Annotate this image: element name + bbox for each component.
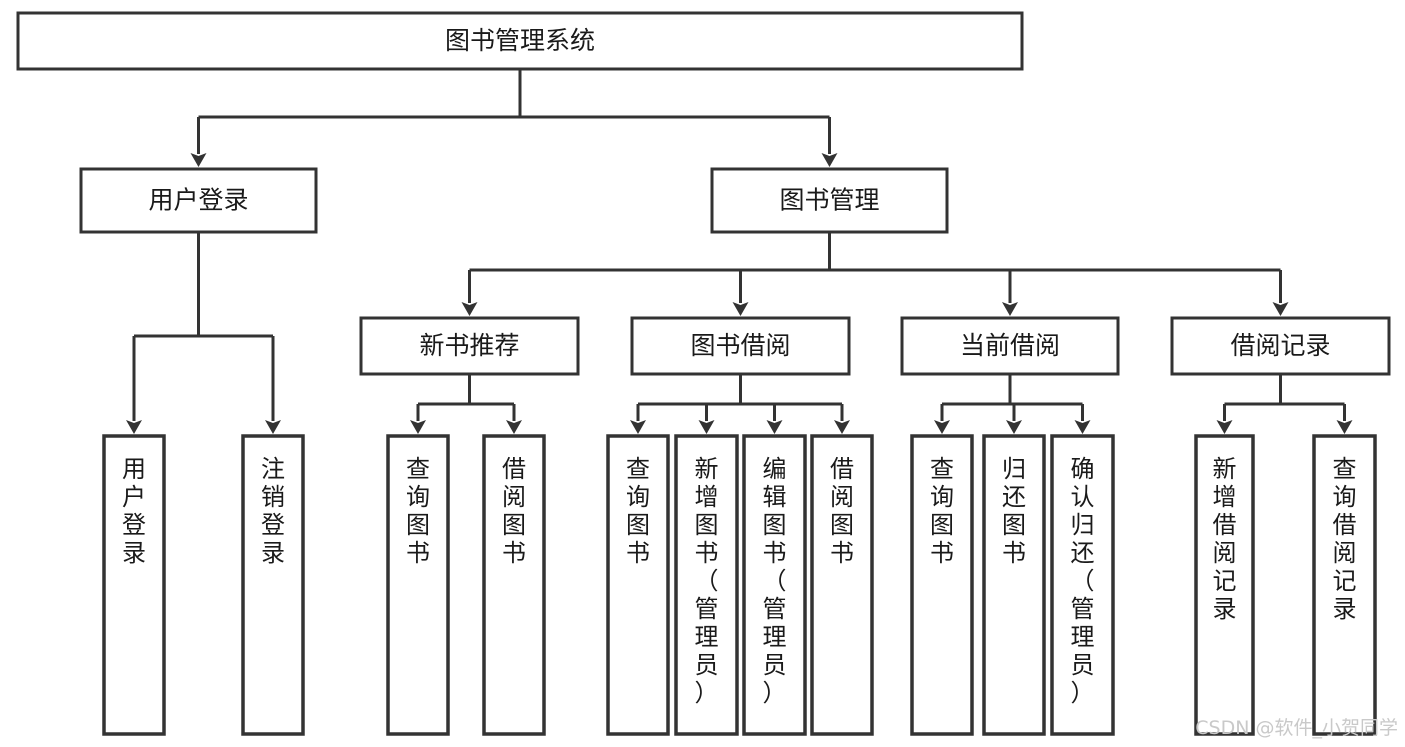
node-box	[982, 434, 1046, 736]
node-box	[810, 434, 874, 736]
node-label: 确认归还（管理员）	[1071, 455, 1095, 707]
node-box	[1194, 434, 1255, 736]
node-label: 借阅图书	[830, 455, 854, 567]
node-query-borrow-record[interactable]: 查询借阅记录	[1312, 434, 1377, 736]
node-add-book-admin[interactable]: 新增图书（管理员）	[674, 434, 739, 736]
node-box	[386, 434, 450, 736]
node-label: 借阅记录	[1230, 331, 1330, 360]
node-label: 用户登录	[148, 186, 248, 215]
node-label: 查询图书	[406, 455, 430, 567]
node-layer: 图书管理系统用户登录用户登录注销登录图书管理新书推荐查询图书借阅图书图书借阅查询…	[16, 11, 1391, 736]
node-borrow-book-2[interactable]: 借阅图书	[810, 434, 874, 736]
node-box	[1312, 434, 1377, 736]
node-label: 新增图书（管理员）	[695, 455, 719, 707]
node-box	[79, 167, 318, 234]
node-return-book[interactable]: 归还图书	[982, 434, 1046, 736]
node-label: 图书管理	[779, 186, 879, 215]
node-label: 注销登录	[261, 455, 285, 567]
csdn-watermark: CSDN @软件_小贺同学	[1195, 717, 1398, 739]
node-box	[1050, 434, 1115, 736]
node-label: 图书管理系统	[445, 26, 595, 55]
node-book-borrow[interactable]: 图书借阅	[630, 316, 851, 376]
node-label: 图书借阅	[690, 331, 790, 360]
node-edit-book-admin[interactable]: 编辑图书（管理员）	[742, 434, 807, 736]
node-label: 新增借阅记录	[1213, 455, 1237, 623]
node-label: 查询图书	[626, 455, 650, 567]
node-box	[900, 316, 1120, 376]
node-box	[482, 434, 546, 736]
node-user-logout[interactable]: 注销登录	[241, 434, 305, 736]
node-confirm-return-admin[interactable]: 确认归还（管理员）	[1050, 434, 1115, 736]
node-root[interactable]: 图书管理系统	[16, 11, 1024, 71]
node-book-manage[interactable]: 图书管理	[710, 167, 949, 234]
node-label: 新书推荐	[419, 331, 519, 360]
connector-layer	[126, 69, 1353, 434]
node-new-book-recommend[interactable]: 新书推荐	[359, 316, 580, 376]
node-box	[630, 316, 851, 376]
node-box	[16, 11, 1024, 71]
node-box	[742, 434, 807, 736]
node-box	[606, 434, 670, 736]
node-current-borrow[interactable]: 当前借阅	[900, 316, 1120, 376]
node-query-book-1[interactable]: 查询图书	[386, 434, 450, 736]
node-query-book-2[interactable]: 查询图书	[606, 434, 670, 736]
node-borrow-record[interactable]: 借阅记录	[1170, 316, 1391, 376]
node-user-login-do[interactable]: 用户登录	[102, 434, 166, 736]
node-label: 查询图书	[930, 455, 954, 567]
node-box	[241, 434, 305, 736]
node-label: 当前借阅	[960, 331, 1060, 360]
node-label: 用户登录	[122, 455, 146, 567]
node-box	[1170, 316, 1391, 376]
node-label: 查询借阅记录	[1333, 455, 1357, 623]
node-label: 归还图书	[1002, 455, 1026, 567]
node-borrow-book-1[interactable]: 借阅图书	[482, 434, 546, 736]
node-label: 编辑图书（管理员）	[763, 455, 787, 707]
node-label: 借阅图书	[502, 455, 526, 567]
node-box	[674, 434, 739, 736]
node-box	[102, 434, 166, 736]
node-box	[359, 316, 580, 376]
node-add-borrow-record[interactable]: 新增借阅记录	[1194, 434, 1255, 736]
node-box	[710, 167, 949, 234]
node-query-book-3[interactable]: 查询图书	[910, 434, 974, 736]
node-user-login[interactable]: 用户登录	[79, 167, 318, 234]
node-box	[910, 434, 974, 736]
